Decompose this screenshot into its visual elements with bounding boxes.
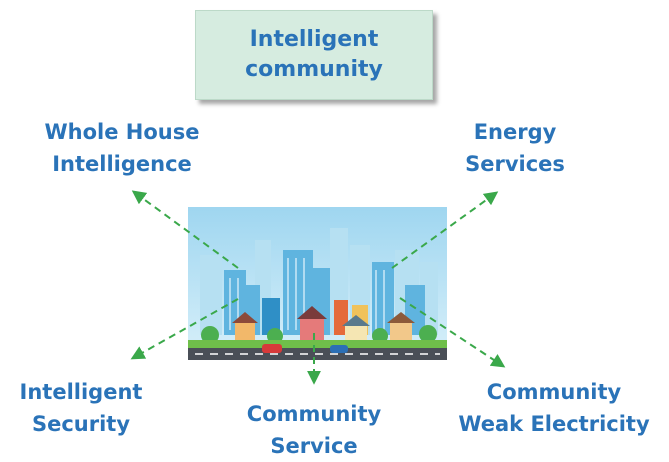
arrow-weak-electricity bbox=[399, 297, 506, 368]
label-community-service: Community Service bbox=[246, 402, 382, 458]
title-box: Intelligent community bbox=[195, 10, 433, 100]
label-community-weak-electricity: Community Weak Electricity bbox=[458, 380, 650, 436]
arrow-security bbox=[130, 298, 239, 360]
diagram-title: Intelligent community bbox=[245, 27, 383, 82]
label-intelligent-security: Intelligent Security bbox=[19, 380, 143, 436]
arrow-energy bbox=[391, 191, 499, 269]
label-energy-services: Energy Services bbox=[465, 120, 565, 176]
arrow-whole-house bbox=[131, 190, 239, 269]
label-whole-house-intelligence: Whole House Intelligence bbox=[44, 120, 200, 176]
city-image bbox=[188, 207, 447, 360]
